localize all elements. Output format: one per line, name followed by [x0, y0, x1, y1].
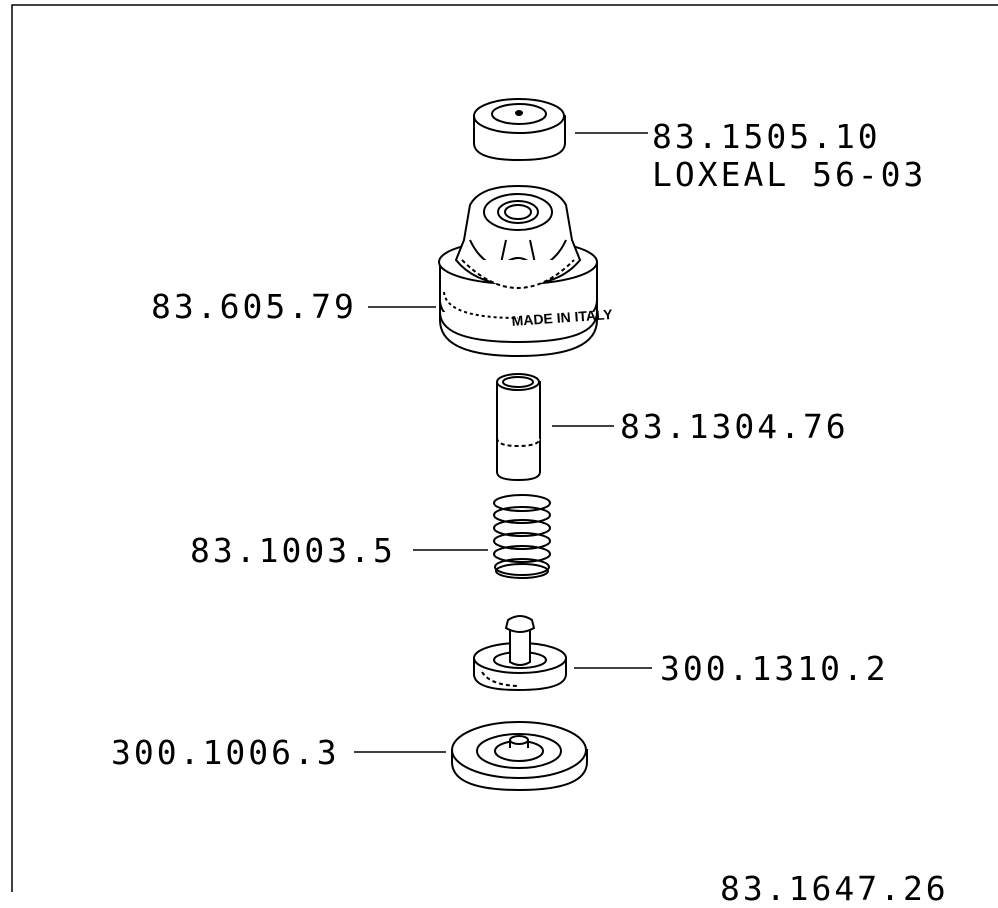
drawing-border — [11, 4, 998, 892]
plug-part-number: 300.1310.2 — [660, 649, 889, 688]
sleeve-part — [496, 373, 541, 482]
cap-callout: 83.1505.10 LOXEAL 56-03 — [652, 117, 927, 195]
nut-part-number: 83.605.79 — [151, 287, 357, 326]
cap-adhesive-note: LOXEAL 56-03 — [652, 155, 927, 195]
disc-part-number: 300.1006.3 — [111, 733, 340, 772]
disc-part — [451, 721, 588, 792]
spring-part — [493, 494, 551, 579]
plug-part — [473, 615, 567, 692]
cap-part-number: 83.1505.10 — [652, 117, 881, 156]
sleeve-part-number: 83.1304.76 — [620, 407, 849, 446]
leader-lines — [354, 132, 652, 753]
cap-part — [473, 98, 566, 162]
spring-part-number: 83.1003.5 — [190, 531, 396, 570]
nut-marking-text: MADE IN ITALY — [511, 306, 614, 329]
nut-part — [438, 184, 598, 358]
bottom-part-number: 83.1647.26 — [720, 869, 949, 908]
